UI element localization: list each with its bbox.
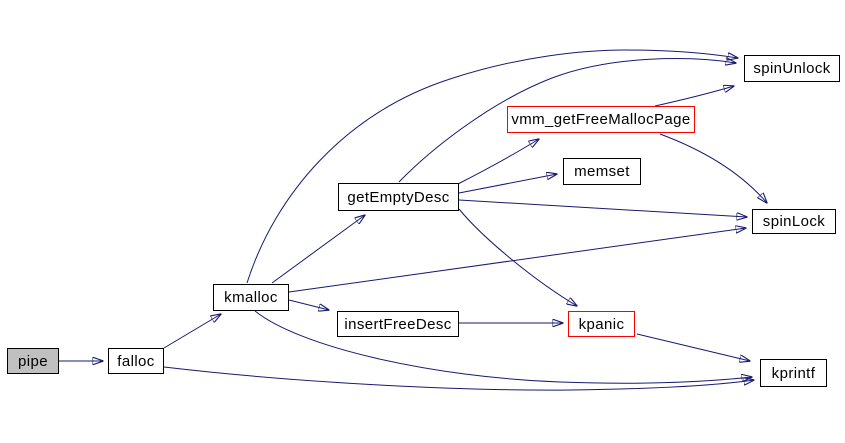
node-kmalloc[interactable]: kmalloc	[213, 284, 289, 311]
node-kpanic[interactable]: kpanic	[568, 311, 635, 337]
edge-kmalloc-getEmptyDesc	[271, 215, 365, 284]
edge-getEmptyDesc-memset	[458, 174, 557, 194]
node-memset-label: memset	[574, 163, 630, 180]
node-kprintf[interactable]: kprintf	[760, 359, 827, 387]
edge-getEmptyDesc-vmm_getFreeMallocPage	[455, 139, 539, 186]
node-spinUnlock-label: spinUnlock	[753, 60, 831, 77]
node-spinUnlock[interactable]: spinUnlock	[744, 55, 840, 82]
edge-kmalloc-insertFreeDesc	[288, 299, 329, 310]
node-getEmptyDesc-label: getEmptyDesc	[347, 188, 450, 206]
edge-getEmptyDesc-spinUnlock	[398, 59, 736, 183]
node-kprintf-label: kprintf	[771, 364, 816, 382]
node-kmalloc-label: kmalloc	[224, 289, 278, 306]
edge-kmalloc-spinUnlock	[246, 49, 738, 284]
node-kpanic-label: kpanic	[578, 315, 625, 333]
edge-falloc-kprintf	[163, 366, 754, 391]
edge-falloc-kmalloc	[163, 314, 221, 349]
edge-getEmptyDesc-kpanic	[458, 208, 577, 306]
node-vmm_getFreeMallocPage-label: vmm_getFreeMallocPage	[511, 111, 691, 128]
edge-kpanic-kprintf	[636, 333, 750, 361]
node-pipe: pipe	[7, 348, 59, 374]
node-falloc[interactable]: falloc	[108, 348, 164, 374]
node-spinLock[interactable]: spinLock	[752, 209, 836, 234]
node-vmm_getFreeMallocPage[interactable]: vmm_getFreeMallocPage	[507, 106, 695, 133]
edge-getEmptyDesc-spinLock	[458, 199, 747, 217]
edge-vmm_getFreeMallocPage-spinLock	[659, 133, 767, 203]
node-getEmptyDesc[interactable]: getEmptyDesc	[338, 183, 459, 211]
edge-kmalloc-kprintf	[254, 310, 752, 384]
node-pipe-label: pipe	[18, 352, 48, 370]
node-falloc-label: falloc	[117, 352, 155, 370]
node-spinLock-label: spinLock	[762, 213, 826, 230]
node-memset[interactable]: memset	[563, 158, 641, 185]
edge-kmalloc-spinLock	[288, 228, 746, 293]
node-insertFreeDesc-label: insertFreeDesc	[344, 315, 452, 333]
node-insertFreeDesc[interactable]: insertFreeDesc	[337, 311, 459, 337]
edge-vmm_getFreeMallocPage-spinUnlock	[654, 86, 734, 107]
